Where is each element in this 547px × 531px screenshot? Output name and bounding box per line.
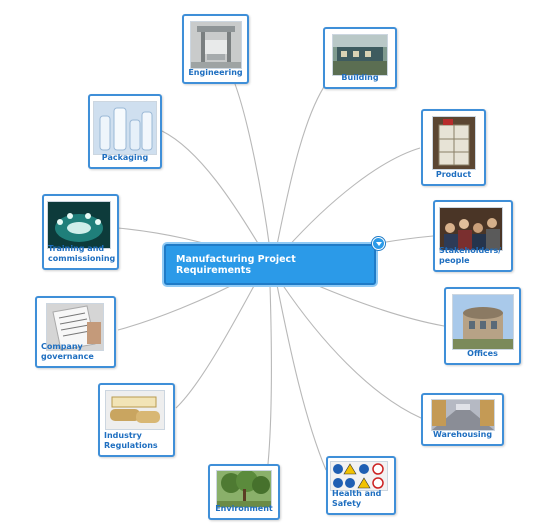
node-industry-regulations[interactable]: Industry Regulations [98, 383, 175, 457]
node-label: Company governance [41, 342, 94, 361]
node-label: Product [435, 170, 472, 179]
node-packaging[interactable]: Packaging [88, 94, 162, 169]
node-label: Offices [467, 349, 498, 358]
node-warehousing[interactable]: Warehousing [421, 393, 504, 446]
safety-signs-photo [330, 461, 388, 491]
node-label: Health and Safety [332, 489, 382, 508]
node-product[interactable]: Product [421, 109, 486, 186]
node-label: Packaging [101, 153, 149, 162]
node-offices[interactable]: Offices [444, 287, 521, 365]
central-topic[interactable]: Manufacturing Project Requirements [164, 244, 376, 285]
packaging-photo [93, 101, 157, 155]
node-environment[interactable]: Environment [208, 464, 280, 520]
node-label: Stakeholders/ people [439, 246, 502, 265]
product-photo [431, 116, 476, 170]
link-regulations [175, 283, 256, 409]
environment-photo [216, 470, 272, 508]
collapse-toggle-icon[interactable] [372, 237, 385, 250]
link-offices [299, 277, 445, 327]
engineering-photo [189, 21, 242, 69]
link-engineering [234, 83, 271, 251]
warehousing-photo [430, 399, 495, 431]
link-warehousing [281, 283, 422, 419]
link-packaging [161, 130, 263, 251]
node-label: Training and commissioning [48, 244, 116, 263]
offices-photo [451, 294, 514, 350]
node-label: Industry Regulations [104, 431, 158, 450]
node-training[interactable]: Training and commissioning [42, 194, 119, 270]
node-company-governance[interactable]: Company governance [35, 296, 116, 368]
link-environment [267, 284, 272, 465]
governance-photo [46, 303, 104, 351]
link-building [275, 77, 331, 251]
building-photo [332, 34, 388, 76]
link-health-safety [276, 284, 327, 471]
node-health-safety[interactable]: Health and Safety [326, 456, 396, 515]
link-product [284, 147, 421, 251]
node-label: Engineering [188, 68, 243, 77]
training-photo [47, 201, 111, 249]
node-building[interactable]: Building [323, 27, 397, 89]
node-stakeholders[interactable]: Stakeholders/ people [433, 200, 513, 272]
node-label: Building [341, 73, 379, 82]
stakeholders-photo [439, 207, 503, 251]
node-label: Warehousing [432, 430, 493, 439]
node-engineering[interactable]: Engineering [182, 14, 249, 84]
node-label: Environment [215, 504, 273, 513]
regulations-photo [105, 390, 165, 430]
central-topic-title: Manufacturing Project Requirements [176, 254, 296, 276]
